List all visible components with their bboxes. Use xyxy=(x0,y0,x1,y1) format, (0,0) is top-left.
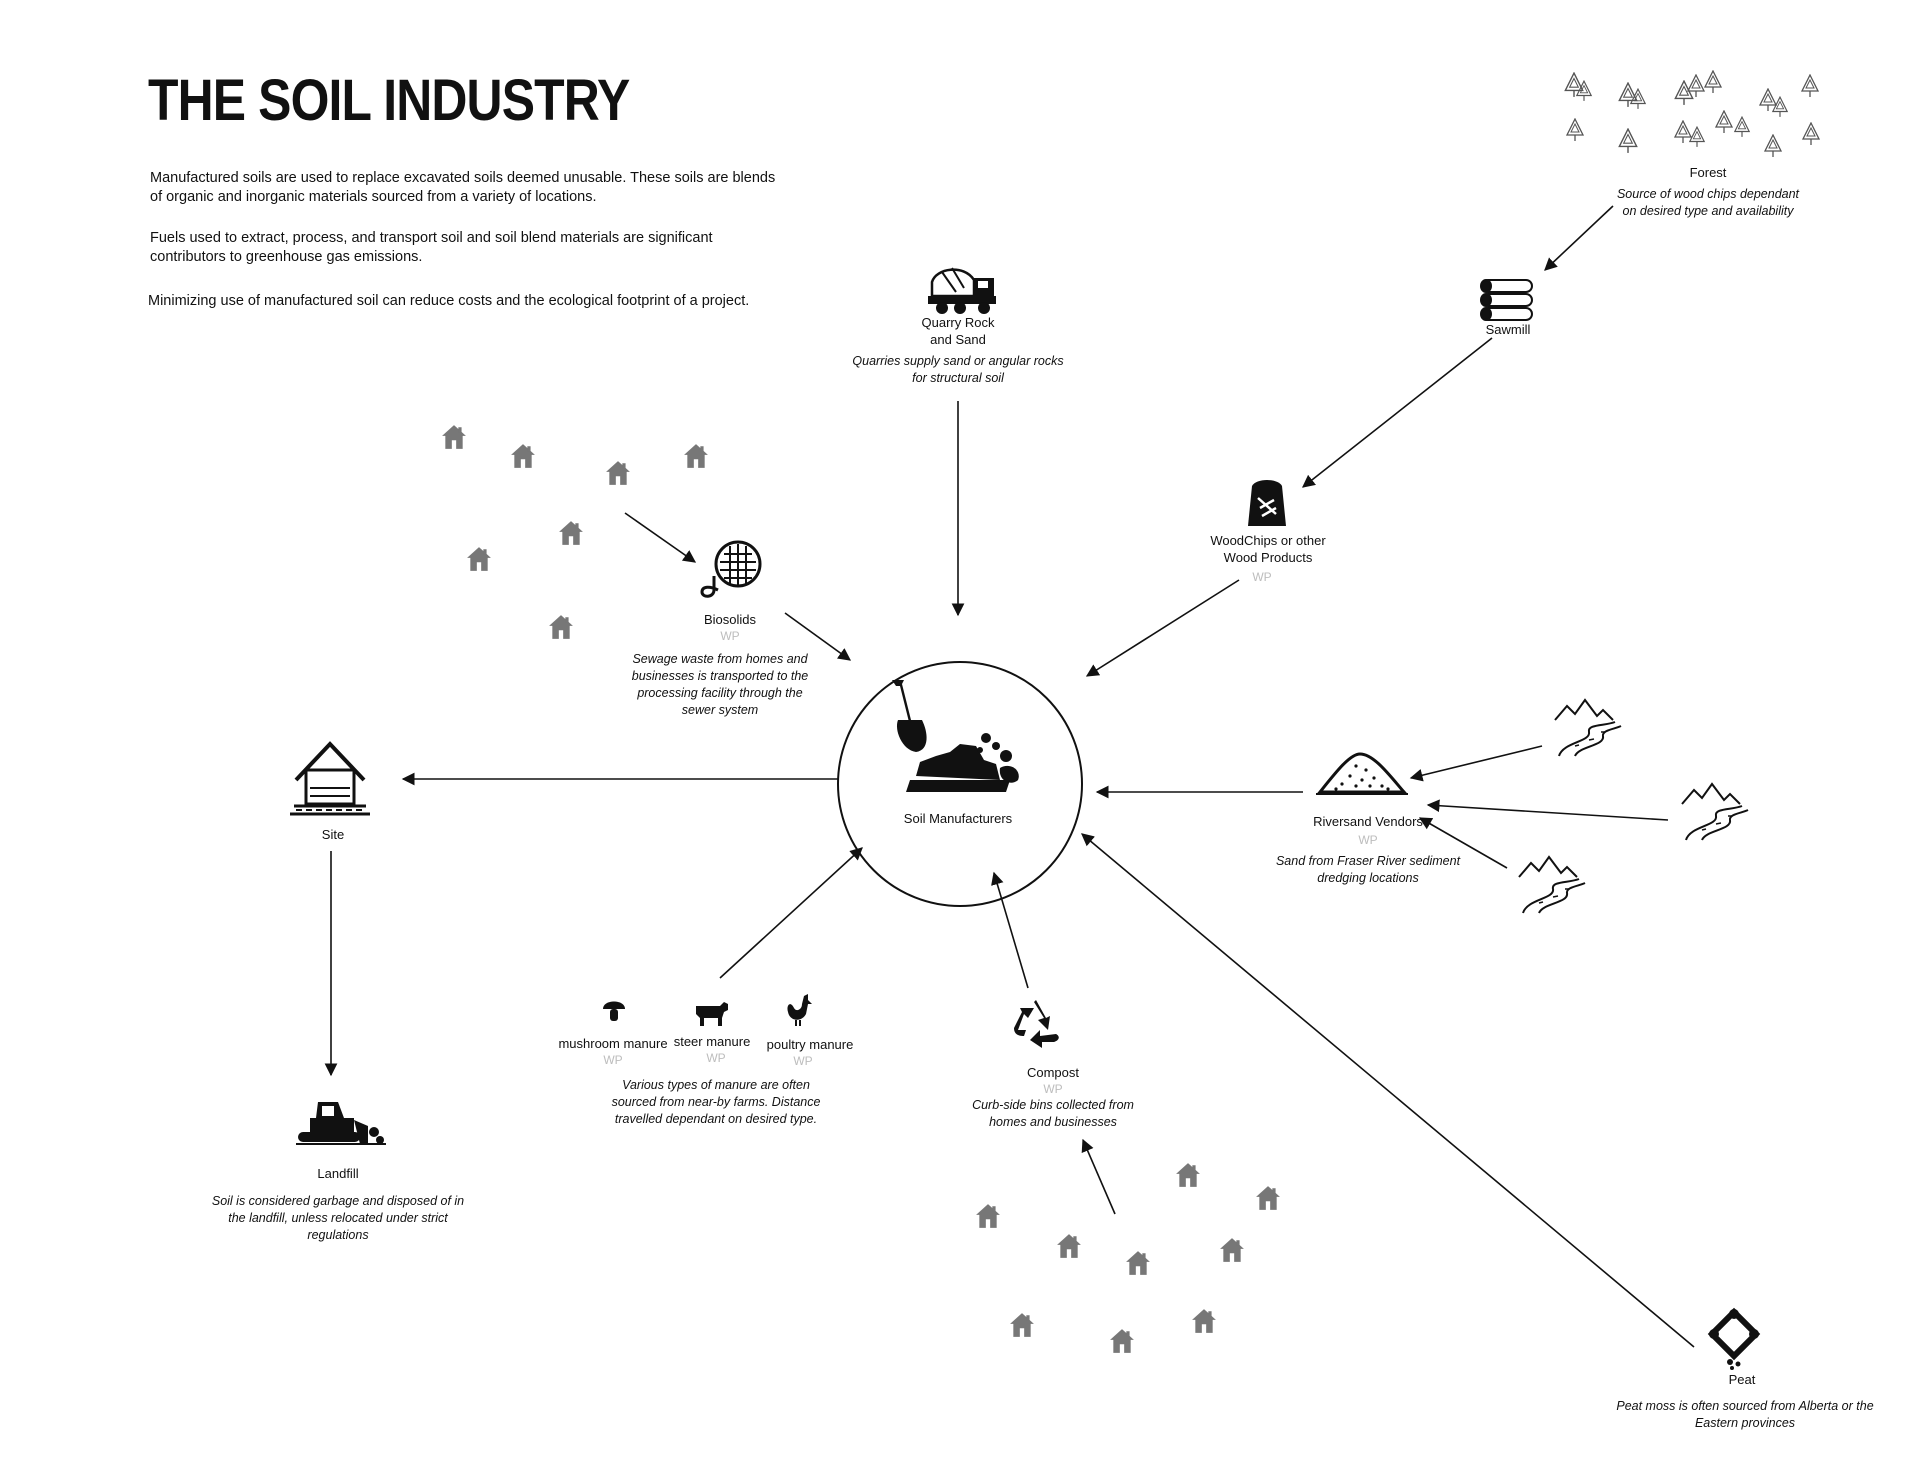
arrow-biosolids-to-center xyxy=(784,612,852,661)
compost-wp-tag: WP xyxy=(1043,1082,1063,1096)
shovel-soil-icon xyxy=(892,680,1019,792)
house-site-icon xyxy=(290,741,370,816)
poultry-manure-wp-tag: WP xyxy=(793,1054,813,1068)
arrow-river1-to-riversand xyxy=(1409,745,1543,782)
bulldozer-icon xyxy=(296,1102,386,1145)
arrow-river3-to-riversand xyxy=(1418,817,1508,869)
steer-manure-label: steer manure xyxy=(673,1034,751,1049)
arrow-forest-to-sawmill xyxy=(1544,205,1614,271)
recycle-icon xyxy=(1014,1000,1059,1048)
biosolids-desc-line-1: Sewage waste from homes and xyxy=(632,652,808,666)
connectors xyxy=(324,205,1695,1348)
mushroom-manure-label: mushroom manure xyxy=(558,1036,668,1051)
compost-label: Compost xyxy=(1026,1065,1080,1080)
forest-desc-line-2: on desired type and availability xyxy=(1622,204,1794,218)
biosolids-label: Biosolids xyxy=(703,612,757,627)
woodchips-label-line-2: Wood Products xyxy=(1223,550,1313,565)
arrow-sawmill-to-woodchips xyxy=(1301,337,1493,488)
mushroom-manure-wp-tag: WP xyxy=(603,1053,623,1067)
steer-manure-wp-tag: WP xyxy=(706,1051,726,1065)
biosolids-desc-line-3: processing facility through the xyxy=(637,686,803,700)
manure-desc-line-3: travelled dependant on desired type. xyxy=(614,1112,818,1126)
sand-pile-icon xyxy=(1316,752,1408,795)
peat-icon xyxy=(1707,1307,1761,1370)
homes-cluster-biosolids xyxy=(442,425,708,639)
landfill-label: Landfill xyxy=(317,1166,359,1181)
landfill-desc-line-3: regulations xyxy=(307,1228,369,1242)
arrow-manure-to-center xyxy=(719,847,863,979)
forest-desc-line-1: Source of wood chips dependant xyxy=(1616,187,1800,201)
arrow-compost-to-center xyxy=(991,871,1029,989)
rooster-icon xyxy=(787,994,812,1026)
river-mountain-icon-3 xyxy=(1518,856,1586,914)
arrow-homes-to-biosolids xyxy=(624,512,697,563)
logs-icon xyxy=(1480,279,1533,321)
peat-label: Peat xyxy=(1728,1372,1756,1387)
biosolids-desc-line-4: sewer system xyxy=(681,703,759,717)
sawmill-label: Sawmill xyxy=(1485,322,1531,337)
riversand-wp-tag: WP xyxy=(1358,833,1378,847)
woodchips-label-line-1: WoodChips or other xyxy=(1210,533,1326,548)
arrow-woodchips-to-center xyxy=(1085,579,1240,677)
intro-paragraph-1: Manufactured soils are used to replace e… xyxy=(150,170,776,205)
forest-label: Forest xyxy=(1689,165,1727,180)
quarry-desc-line-2: for structural soil xyxy=(912,371,1004,385)
manure-desc-line-1: Various types of manure are often xyxy=(622,1078,810,1092)
intro-paragraph-3: Minimizing use of manufactured soil can … xyxy=(148,293,750,309)
woodchips-wp-tag: WP xyxy=(1252,570,1272,584)
cow-icon xyxy=(696,1002,728,1026)
arrow-river2-to-riversand xyxy=(1426,799,1669,821)
cement-truck-icon xyxy=(928,267,996,314)
manure-desc-line-2: sourced from near-by farms. Distance xyxy=(611,1095,821,1109)
compost-desc-line-1: Curb-side bins collected from xyxy=(972,1098,1134,1112)
page-title: THE SOIL INDUSTRY xyxy=(148,68,630,133)
site-label: Site xyxy=(321,827,345,842)
riversand-label: Riversand Vendors xyxy=(1313,814,1423,829)
woodchip-bag-icon xyxy=(1248,480,1286,526)
peat-desc-line-1: Peat moss is often sourced from Alberta … xyxy=(1616,1399,1874,1413)
homes-cluster-compost xyxy=(976,1163,1280,1353)
river-mountain-icon-1 xyxy=(1554,699,1622,757)
sewer-grate-icon xyxy=(700,540,762,598)
center-circle xyxy=(837,661,1083,907)
biosolids-wp-tag: WP xyxy=(720,629,740,643)
arrow-peat-to-center xyxy=(1081,833,1695,1348)
riversand-desc-line-2: dredging locations xyxy=(1317,871,1419,885)
arrow-homes-to-compost xyxy=(1081,1138,1116,1215)
landfill-desc-line-1: Soil is considered garbage and disposed … xyxy=(211,1194,465,1208)
mushroom-icon xyxy=(603,1001,625,1021)
compost-desc-line-2: homes and businesses xyxy=(989,1115,1117,1129)
quarry-label-line-1: Quarry Rock xyxy=(921,315,995,330)
biosolids-desc-line-2: businesses is transported to the xyxy=(631,669,809,683)
peat-desc-line-2: Eastern provinces xyxy=(1694,1416,1796,1430)
river-mountain-icon-2 xyxy=(1681,783,1749,841)
forest-icon xyxy=(1564,70,1820,158)
quarry-label-line-2: and Sand xyxy=(930,332,986,347)
center-label: Soil Manufacturers xyxy=(903,811,1013,826)
quarry-desc-line-1: Quarries supply sand or angular rocks xyxy=(852,354,1064,368)
poultry-manure-label: poultry manure xyxy=(766,1037,854,1052)
landfill-desc-line-2: the landfill, unless relocated under str… xyxy=(228,1211,448,1225)
intro-paragraph-2: Fuels used to extract, process, and tran… xyxy=(150,230,713,265)
riversand-desc-line-1: Sand from Fraser River sediment xyxy=(1275,854,1461,868)
